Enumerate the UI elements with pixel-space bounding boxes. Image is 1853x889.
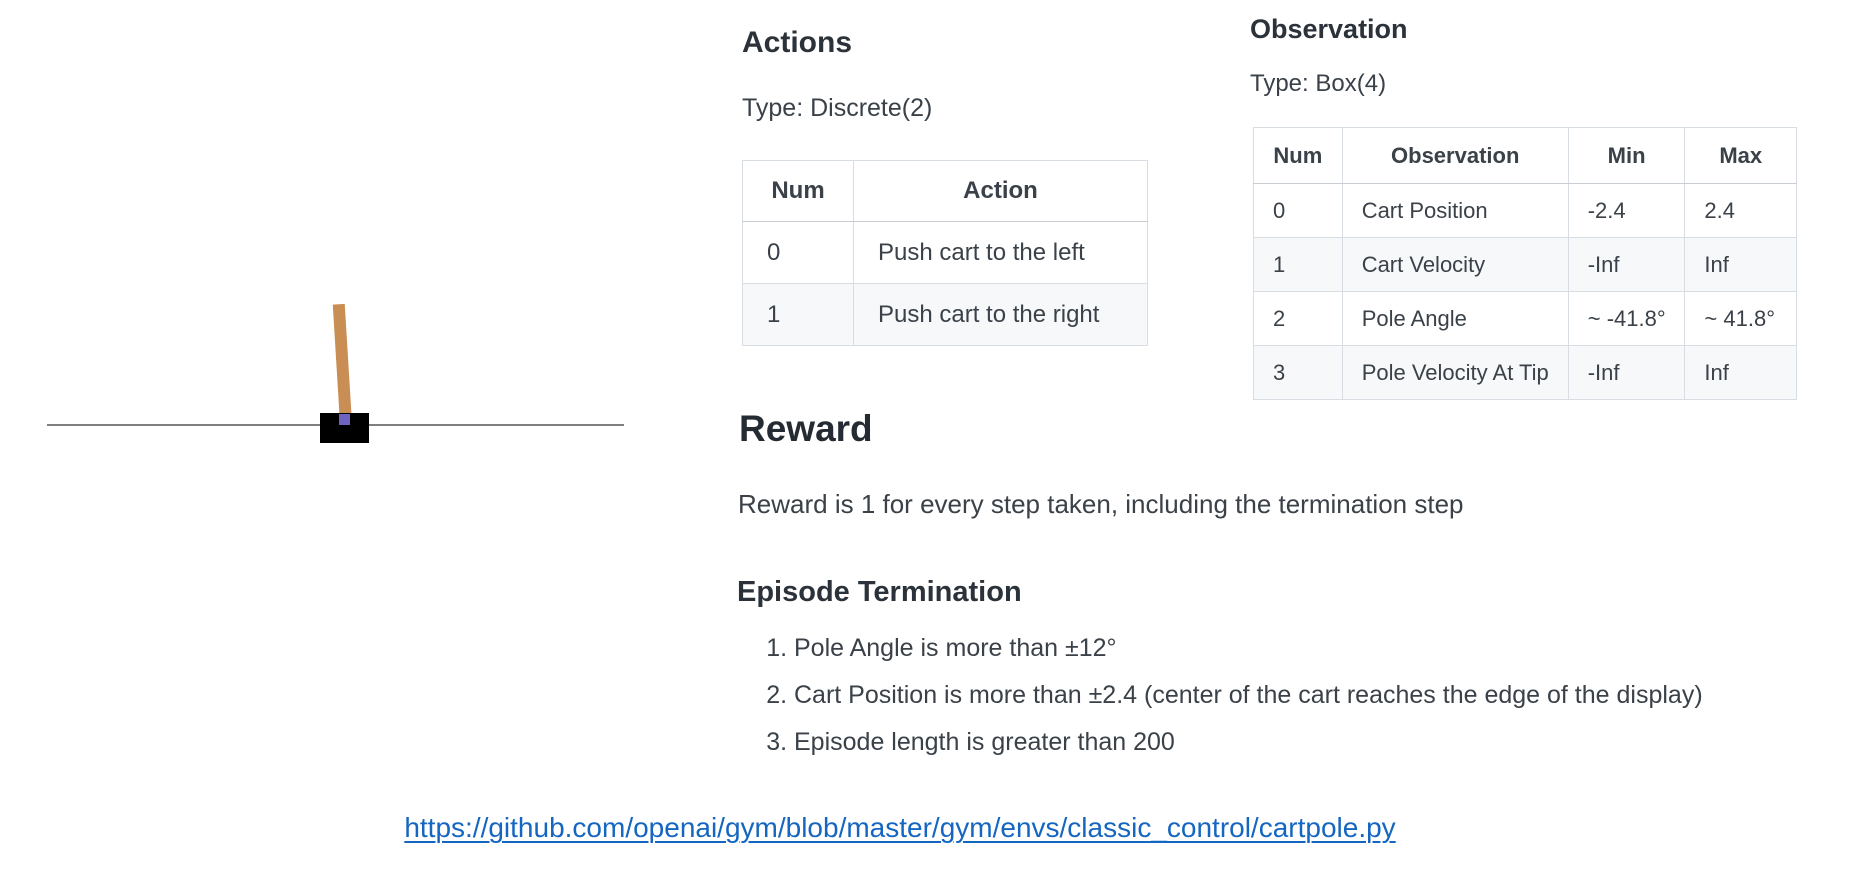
table-row: 0 Push cart to the left: [742, 221, 1148, 284]
obs-header-min: Min: [1567, 127, 1686, 184]
obs-name-cell: Cart Position: [1341, 183, 1569, 238]
observation-type-label: Type: Box(4): [1250, 70, 1387, 97]
episode-termination-list: Pole Angle is more than ±12° Cart Positi…: [742, 634, 1703, 775]
obs-name-cell: Pole Angle: [1341, 291, 1569, 346]
table-row: 3 Pole Velocity At Tip -Inf Inf: [1253, 345, 1797, 400]
table-row: 2 Pole Angle ~ -41.8° ~ 41.8°: [1253, 291, 1797, 346]
observation-table-header-row: Num Observation Min Max: [1253, 127, 1797, 184]
obs-header-num: Num: [1253, 127, 1343, 184]
table-row: 1 Cart Velocity -Inf Inf: [1253, 237, 1797, 292]
obs-name-cell: Cart Velocity: [1341, 237, 1569, 292]
obs-max-cell: ~ 41.8°: [1684, 291, 1797, 346]
actions-type-label: Type: Discrete(2): [742, 94, 933, 122]
actions-header-num: Num: [742, 160, 854, 222]
actions-table-header-row: Num Action: [742, 160, 1148, 222]
observation-table: Num Observation Min Max 0 Cart Position …: [1253, 127, 1797, 400]
cartpole-pivot-axle: [339, 414, 350, 425]
reward-description: Reward is 1 for every step taken, includ…: [738, 489, 1464, 519]
action-num-cell: 1: [742, 283, 854, 346]
obs-header-observation: Observation: [1341, 127, 1569, 184]
action-desc-cell: Push cart to the left: [853, 221, 1148, 284]
obs-min-cell: ~ -41.8°: [1567, 291, 1686, 346]
obs-num-cell: 0: [1253, 183, 1343, 238]
table-row: 1 Push cart to the right: [742, 283, 1148, 346]
list-item: Cart Position is more than ±2.4 (center …: [794, 681, 1703, 709]
obs-name-cell: Pole Velocity At Tip: [1341, 345, 1569, 400]
action-desc-cell: Push cart to the right: [853, 283, 1148, 346]
obs-num-cell: 2: [1253, 291, 1343, 346]
github-cartpole-source-link[interactable]: https://github.com/openai/gym/blob/maste…: [404, 812, 1396, 843]
observation-heading: Observation: [1250, 14, 1408, 44]
reward-heading: Reward: [739, 408, 873, 449]
action-num-cell: 0: [742, 221, 854, 284]
episode-termination-heading: Episode Termination: [737, 576, 1022, 608]
table-row: 0 Cart Position -2.4 2.4: [1253, 183, 1797, 238]
obs-max-cell: 2.4: [1684, 183, 1797, 238]
obs-min-cell: -Inf: [1567, 237, 1686, 292]
obs-max-cell: Inf: [1684, 237, 1797, 292]
obs-num-cell: 1: [1253, 237, 1343, 292]
obs-min-cell: -2.4: [1567, 183, 1686, 238]
list-item: Episode length is greater than 200: [794, 728, 1703, 756]
actions-heading: Actions: [742, 26, 853, 59]
actions-table: Num Action 0 Push cart to the left 1 Pus…: [742, 160, 1148, 346]
footer: https://github.com/openai/gym/blob/maste…: [0, 812, 1800, 844]
obs-min-cell: -Inf: [1567, 345, 1686, 400]
obs-max-cell: Inf: [1684, 345, 1797, 400]
obs-header-max: Max: [1684, 127, 1797, 184]
obs-num-cell: 3: [1253, 345, 1343, 400]
actions-header-action: Action: [853, 160, 1148, 222]
list-item: Pole Angle is more than ±12°: [794, 634, 1703, 662]
cartpole-pole: [332, 303, 352, 424]
